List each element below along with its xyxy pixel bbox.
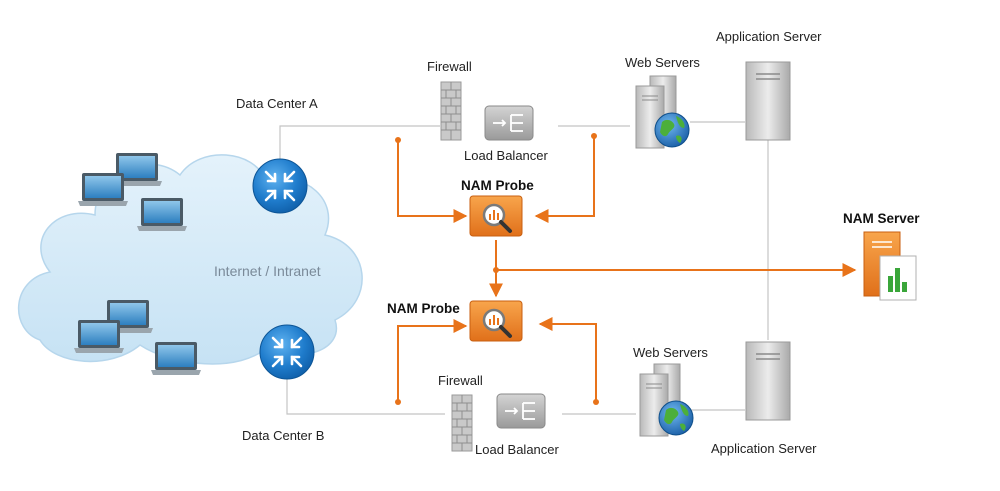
nam-server-label: NAM Server — [843, 211, 920, 226]
connector-fw-probe-top — [397, 140, 468, 223]
link-dc-a — [279, 125, 440, 162]
load-balancer-label-bottom: Load Balancer — [475, 442, 559, 457]
connector-web-probe-bottom — [538, 317, 597, 402]
application-server-icon-top — [745, 61, 791, 141]
router-icon-b — [259, 324, 315, 380]
load-balancer-label-top: Load Balancer — [464, 148, 548, 163]
nam-server-icon — [863, 231, 917, 301]
load-balancer-icon-bottom — [496, 393, 546, 429]
connector-dots — [395, 133, 599, 405]
internet-cloud — [18, 154, 363, 365]
nam-probe-icon-top — [469, 195, 523, 237]
laptop-icon — [78, 173, 128, 206]
nam-probe-label-top: NAM Probe — [461, 178, 534, 193]
link-dc-b — [286, 370, 445, 415]
application-server-icon-bottom — [745, 341, 791, 421]
load-balancer-icon-top — [484, 105, 534, 141]
firewall-icon-top — [440, 81, 462, 141]
connector-web-probe-top — [534, 136, 595, 223]
laptop-icon — [74, 320, 124, 353]
network-links — [279, 121, 769, 415]
router-icon-a — [252, 158, 308, 214]
application-server-label-bottom: Application Server — [711, 441, 817, 456]
nam-probe-icon-bottom — [469, 300, 523, 342]
firewall-icon-bottom — [451, 394, 473, 452]
web-servers-icon-top — [635, 75, 690, 149]
application-server-label-top: Application Server — [716, 29, 822, 44]
laptop-icons — [74, 153, 201, 375]
nam-probe-label-bottom: NAM Probe — [387, 301, 460, 316]
laptop-icon — [137, 198, 187, 231]
data-center-a-label: Data Center A — [236, 96, 318, 111]
data-center-b-label: Data Center B — [242, 428, 325, 443]
probe-connectors — [397, 136, 857, 402]
laptop-icon — [151, 342, 201, 375]
connector-fw-probe-bottom — [397, 319, 468, 402]
web-servers-label-top: Web Servers — [625, 55, 700, 70]
web-servers-icon-bottom — [639, 363, 694, 437]
laptop-icon — [112, 153, 162, 186]
firewall-label-bottom: Firewall — [438, 373, 483, 388]
firewall-label-top: Firewall — [427, 59, 472, 74]
cloud-label: Internet / Intranet — [214, 263, 321, 279]
web-servers-label-bottom: Web Servers — [633, 345, 708, 360]
